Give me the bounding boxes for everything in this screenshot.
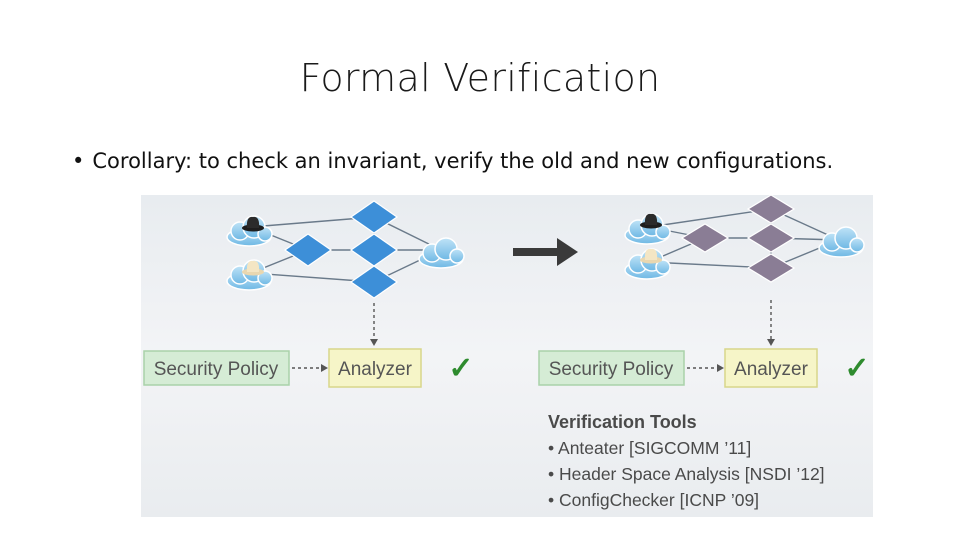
switch-icon (680, 223, 730, 253)
new-verification-row: Security Policy Analyzer ✓ (538, 348, 870, 388)
check-icon: ✓ (448, 352, 473, 385)
tool-item: • ConfigChecker [ICNP ’09] (548, 490, 759, 510)
slide-title: Formal Verification (299, 56, 661, 100)
analyzer-box (724, 348, 818, 388)
security-policy-box (143, 350, 290, 386)
security-policy-label: Security Policy (549, 359, 674, 380)
switch-icon (349, 200, 399, 234)
analyzer-label: Analyzer (734, 359, 809, 380)
verification-tools-list: Verification Tools • Anteater [SIGCOMM ’… (548, 412, 825, 510)
switch-icon (746, 223, 796, 253)
switch-icon (349, 265, 399, 299)
tool-item: • Anteater [SIGCOMM ’11] (548, 438, 751, 458)
new-network-topology (624, 195, 865, 346)
analyzer-box (328, 348, 422, 388)
white-hat-icon (242, 260, 264, 276)
switch-icon (746, 195, 796, 224)
switch-icon (283, 233, 333, 267)
bullet-item: • Corollary: to check an invariant, verif… (72, 149, 833, 173)
verification-tools-heading: Verification Tools (548, 412, 697, 432)
old-network-topology (226, 200, 465, 346)
white-hat-icon (640, 248, 662, 264)
tool-item: • Header Space Analysis [NSDI ’12] (548, 464, 825, 484)
bullet-text: Corollary: to check an invariant, verify… (92, 149, 834, 173)
old-verification-row: Security Policy Analyzer ✓ (143, 348, 474, 388)
black-hat-icon (242, 216, 264, 232)
security-policy-box (538, 350, 685, 386)
transition-arrow-icon (513, 238, 578, 266)
network-diagram: Security Policy Analyzer ✓ Security Poli… (141, 195, 873, 517)
bullet-dot: • (72, 149, 85, 173)
switch-icon (746, 253, 796, 283)
analyzer-label: Analyzer (338, 359, 413, 380)
black-hat-icon (640, 213, 662, 229)
check-icon: ✓ (844, 352, 869, 385)
security-policy-label: Security Policy (154, 359, 279, 380)
